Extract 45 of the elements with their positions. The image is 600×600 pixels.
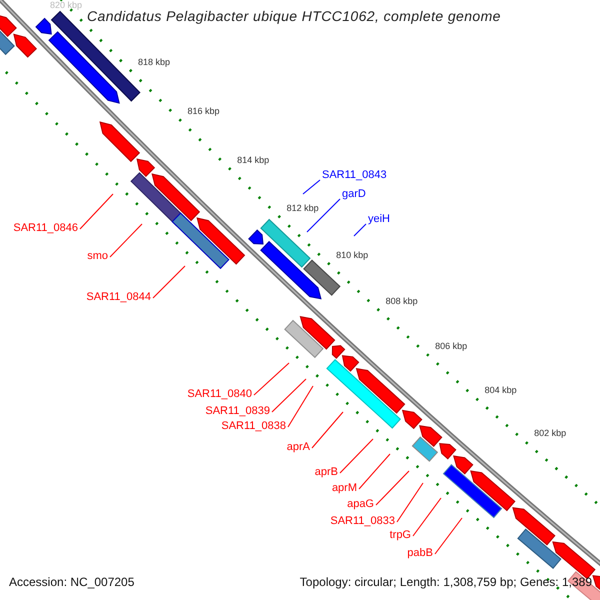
leader-line bbox=[288, 386, 314, 428]
leader-line bbox=[354, 224, 366, 236]
scale-label: 810 kbp bbox=[336, 250, 368, 260]
gene-label: aprM bbox=[332, 483, 357, 494]
scale-label: 804 kbp bbox=[484, 386, 517, 395]
gene-label: SAR11_0838 bbox=[221, 421, 286, 432]
gene-label: smo bbox=[87, 251, 108, 262]
gene-label: yeiH bbox=[368, 214, 390, 225]
leader-line bbox=[412, 498, 442, 536]
gene-label: trpG bbox=[390, 530, 411, 541]
leader-line bbox=[376, 470, 410, 506]
scale-label: 812 kbp bbox=[286, 204, 319, 213]
scale-label: 806 kbp bbox=[435, 342, 468, 351]
leader-line bbox=[306, 198, 340, 232]
leader-line bbox=[302, 180, 320, 194]
leader-line bbox=[358, 454, 390, 490]
leader-line bbox=[110, 224, 142, 258]
scale-label: 818 kbp bbox=[138, 58, 170, 67]
gene-label: SAR11_0846 bbox=[13, 223, 78, 234]
gene-label: apaG bbox=[347, 499, 374, 510]
scale-label: 814 kbp bbox=[237, 156, 270, 165]
gene-label: pabB bbox=[407, 548, 433, 559]
gene-label: SAR11_0843 bbox=[322, 170, 387, 181]
scale-label: 808 kbp bbox=[386, 296, 418, 306]
accession-note: Accession: NC_007205 bbox=[9, 576, 134, 588]
scale-label: 820 kbp bbox=[50, 1, 82, 10]
gene-label: aprA bbox=[286, 442, 310, 453]
gene-label: SAR11_0840 bbox=[187, 389, 252, 400]
leader-line bbox=[434, 518, 462, 554]
leader-line bbox=[254, 362, 290, 396]
genome-stats: Topology: circular; Length: 1,308,759 bp; Genes: 1,389 bbox=[300, 576, 592, 588]
leader-line bbox=[340, 438, 374, 474]
leader-line bbox=[396, 482, 424, 522]
gene-label: SAR11_0833 bbox=[330, 516, 395, 527]
leader-line bbox=[272, 378, 306, 412]
gene-label: SAR11_0839 bbox=[205, 406, 270, 417]
leader-line bbox=[80, 194, 114, 230]
gene-label: SAR11_0844 bbox=[86, 292, 151, 303]
gene-label: aprB bbox=[314, 467, 338, 478]
gene-label: garD bbox=[342, 189, 366, 200]
leader-line bbox=[312, 412, 344, 448]
scale-label: 816 kbp bbox=[188, 107, 220, 116]
leader-line bbox=[152, 266, 186, 298]
title: Candidatus Pelagibacter ubique HTCC1062, complete genome bbox=[87, 9, 501, 23]
scale-label: 802 kbp bbox=[534, 429, 566, 438]
